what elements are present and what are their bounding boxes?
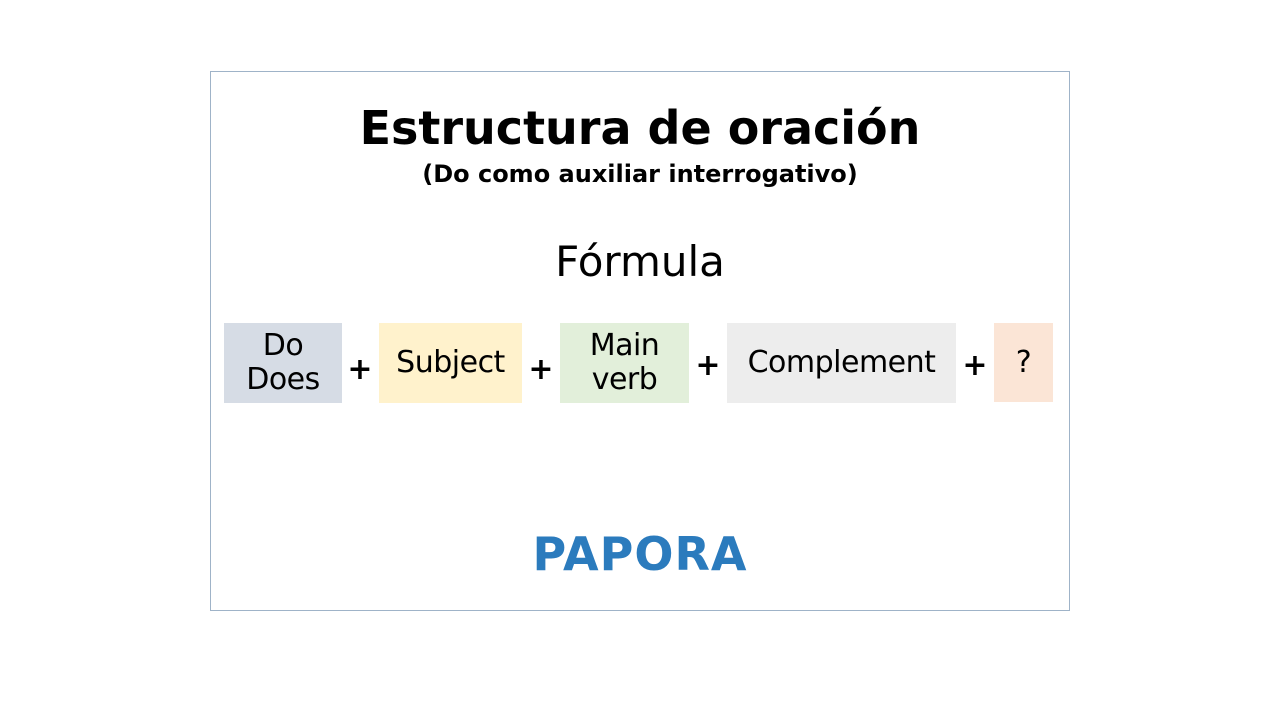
slide-subtitle: (Do como auxiliar interrogativo) <box>422 160 858 188</box>
formula-box-question-mark: ? <box>994 323 1053 402</box>
formula-box-main-verb: Main verb <box>560 323 689 403</box>
plus-operator: + <box>528 352 554 387</box>
formula-box-subject: Subject <box>379 323 522 403</box>
formula-heading: Fórmula <box>555 237 725 286</box>
plus-operator: + <box>347 352 373 387</box>
slide-title: Estructura de oración <box>359 101 921 155</box>
papora-logo: PAPORA <box>532 527 748 581</box>
formula-box-complement: Complement <box>727 323 956 403</box>
formula-box-auxiliary: Do Does <box>224 323 342 403</box>
plus-operator: + <box>695 348 721 383</box>
plus-operator: + <box>962 348 988 383</box>
